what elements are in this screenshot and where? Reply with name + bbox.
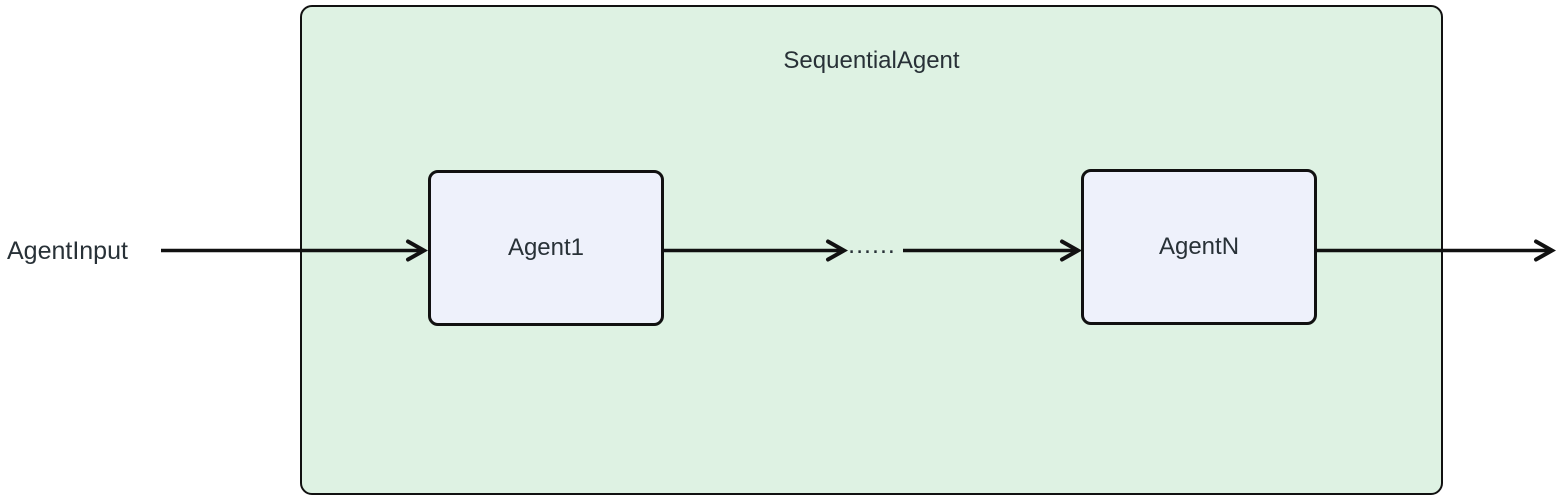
ellipsis-edge-label: ...... bbox=[848, 231, 896, 259]
group-title: SequentialAgent bbox=[783, 47, 960, 74]
agent-input-label: AgentInput bbox=[7, 237, 128, 265]
node-agent1-label: Agent1 bbox=[507, 234, 585, 261]
node-agentn: AgentN bbox=[1081, 169, 1317, 325]
node-agentn-label: AgentN bbox=[1158, 233, 1240, 260]
node-agent1: Agent1 bbox=[428, 170, 664, 326]
